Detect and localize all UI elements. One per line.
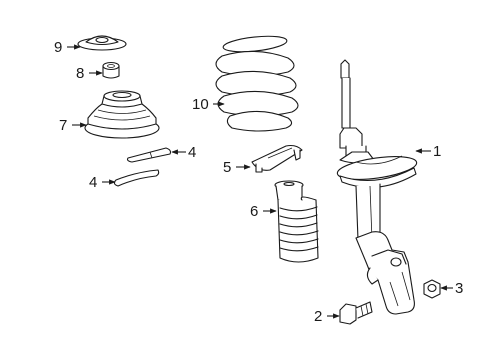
- part-9-upper-cap: [77, 35, 127, 51]
- callout-1: 1: [433, 143, 441, 160]
- callout-3: 3: [455, 280, 463, 297]
- part-4-lower-strip: [113, 169, 160, 187]
- callout-5: 5: [223, 159, 231, 176]
- part-2-bolt: [339, 301, 373, 325]
- part-7-strut-mount: [84, 90, 160, 139]
- part-5-bracket: [251, 144, 303, 173]
- part-6-dust-boot: [274, 180, 319, 263]
- part-4-upper-strip: [126, 147, 172, 163]
- callout-6: 6: [250, 203, 258, 220]
- callout-4-upper: 4: [188, 144, 196, 161]
- callout-9: 9: [54, 39, 62, 56]
- part-10-coil-spring: [215, 35, 299, 132]
- part-3-nut: [423, 279, 441, 299]
- part-1-strut-assembly: [336, 59, 418, 315]
- part-8-nut: [102, 61, 120, 79]
- callout-2: 2: [314, 308, 322, 325]
- callout-8: 8: [76, 65, 84, 82]
- leader-lines: [67, 44, 453, 319]
- callout-7: 7: [59, 117, 67, 134]
- callout-labels: 9 8 7 4 4 10 5 6 1 2 3: [54, 39, 463, 325]
- callout-4-lower: 4: [89, 174, 97, 191]
- callout-10: 10: [192, 96, 209, 113]
